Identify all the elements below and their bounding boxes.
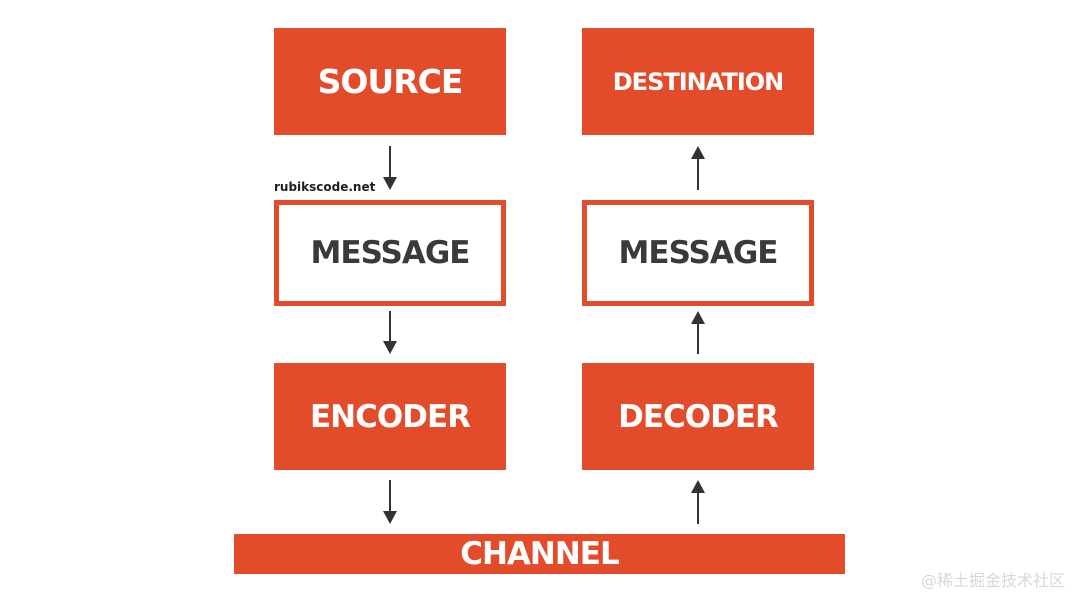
encoder-label: ENCODER <box>309 398 471 435</box>
arrow-down-message-to-encoder <box>382 311 398 354</box>
channel-label: CHANNEL <box>460 536 620 572</box>
message-left-label: MESSAGE <box>310 235 471 271</box>
message-right-box: MESSAGE <box>582 200 814 306</box>
decoder-box: DECODER <box>582 363 814 470</box>
arrow-down-encoder-to-channel <box>382 480 398 524</box>
destination-box: DESTINATION <box>582 28 814 135</box>
encoder-box: ENCODER <box>274 363 506 470</box>
destination-label: DESTINATION <box>612 67 784 96</box>
arrow-up-channel-to-decoder <box>690 480 706 524</box>
watermark-text: @稀土掘金技术社区 <box>920 571 1065 590</box>
decoder-label: DECODER <box>618 398 779 435</box>
channel-bar: CHANNEL <box>234 534 845 574</box>
arrow-up-message-to-destination <box>690 146 706 190</box>
source-box: SOURCE <box>274 28 506 135</box>
arrow-down-source-to-message <box>382 146 398 190</box>
site-label: rubikscode.net <box>274 180 376 194</box>
source-label: SOURCE <box>317 62 464 101</box>
message-right-label: MESSAGE <box>618 235 779 271</box>
message-left-box: MESSAGE <box>274 200 506 306</box>
arrow-up-decoder-to-message <box>690 311 706 354</box>
